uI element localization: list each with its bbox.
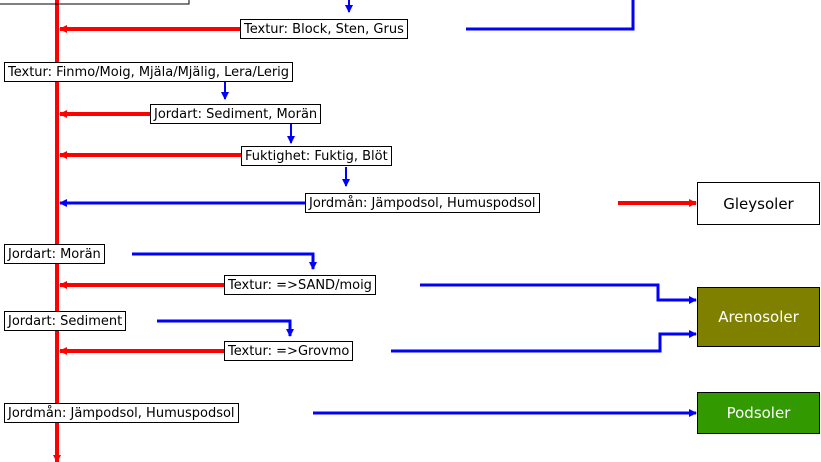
node-textur-sand: Textur: =>SAND/moig	[224, 275, 376, 295]
node-jordart-moran: Jordart: Morän	[4, 244, 105, 264]
node-jordman-2: Jordmån: Jämpodsol, Humuspodsol	[4, 403, 239, 423]
node-jordart-sediment: Jordart: Sediment	[4, 311, 127, 331]
result-arenosoler: Arenosoler	[697, 287, 820, 347]
connector-grovmo-blue	[391, 330, 697, 353]
node-textur-block: Textur: Block, Sten, Grus	[240, 19, 408, 39]
top-box-edge	[0, 0, 190, 5]
node-textur-grovmo: Textur: =>Grovmo	[224, 341, 354, 361]
node-textur-finmo: Textur: Finmo/Moig, Mjäla/Mjälig, Lera/L…	[4, 62, 294, 82]
node-jordman-1: Jordmån: Jämpodsol, Humuspodsol	[305, 193, 540, 213]
connector-sand-blue	[420, 283, 697, 304]
node-jordart-sediment-moran: Jordart: Sediment, Morän	[150, 104, 322, 124]
connector-moran-blue	[132, 252, 317, 270]
connector-top-blue	[466, 0, 635, 31]
connector-sediment-blue	[157, 319, 294, 337]
result-podsoler: Podsoler	[697, 392, 820, 434]
result-gleysoler: Gleysoler	[697, 182, 820, 225]
node-fuktighet: Fuktighet: Fuktig, Blöt	[241, 146, 392, 166]
